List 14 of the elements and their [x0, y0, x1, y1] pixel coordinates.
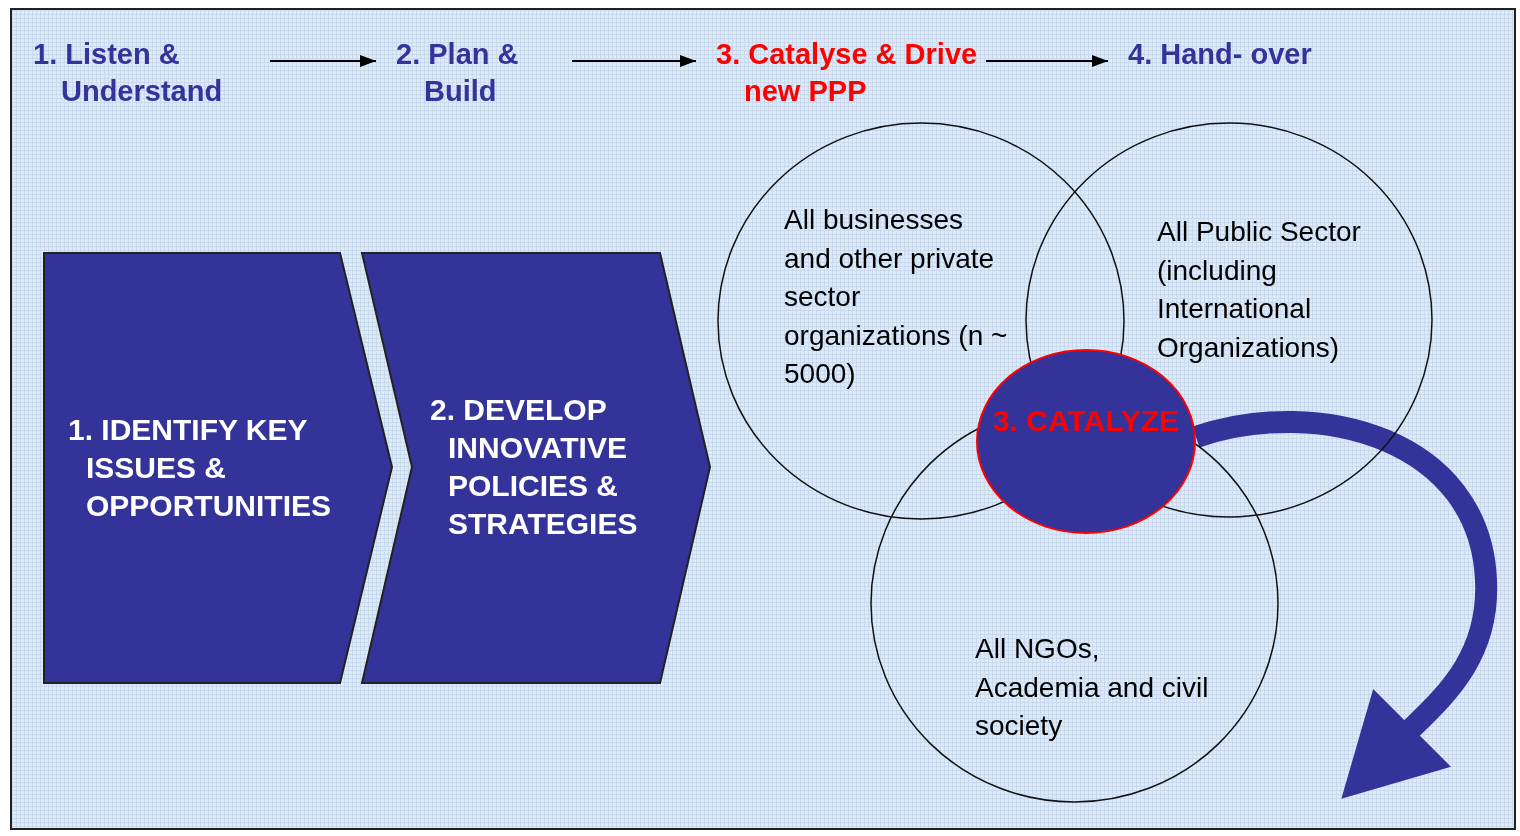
circle-label: All NGOs, Academia and civil society	[975, 632, 1210, 743]
chevron-label: 1. IDENTIFY KEY ISSUES & OPPORTUNITIES	[68, 412, 333, 524]
circle-label: All Public Sector (including International Organizations)	[1157, 215, 1362, 365]
oval-label: 3. CATALYZE	[991, 403, 1181, 439]
step-heading: 4. Hand- over	[1128, 37, 1313, 72]
step-heading: 2. Plan & Build	[396, 37, 520, 109]
arrow	[269, 55, 377, 67]
circle-label: All businesses and other private sector organizations (n ~ 5000)	[784, 203, 1009, 391]
step-heading: 3. Catalyse & Drive new PPP	[716, 37, 979, 109]
step-heading: 1. Listen & Understand	[33, 37, 224, 109]
arrow	[985, 55, 1109, 67]
curved-arrow	[1193, 411, 1497, 799]
arrow	[571, 55, 697, 67]
chevron-label: 2. DEVELOP INNOVATIVE POLICIES & STRATEGIES	[430, 392, 639, 542]
